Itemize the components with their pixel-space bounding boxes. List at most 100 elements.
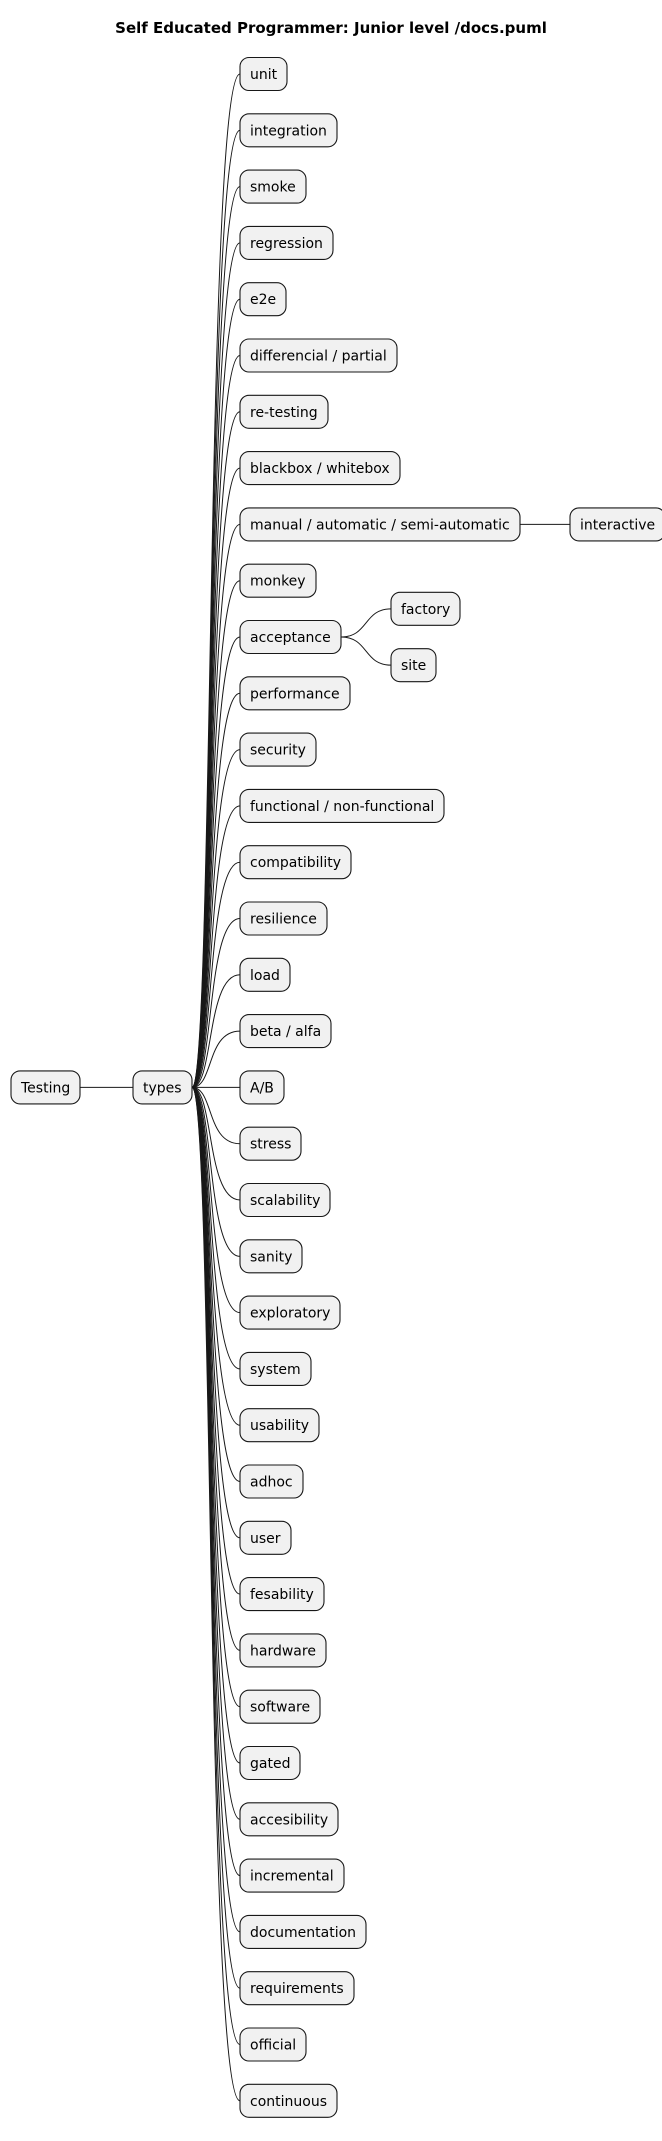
node-re-testing: re-testing <box>239 394 329 429</box>
node-incremental-label: incremental <box>250 1869 334 1885</box>
node-smoke-box <box>239 169 307 204</box>
node-user-box <box>239 1520 292 1555</box>
node-user-label: user <box>250 1531 281 1547</box>
node-site-box <box>390 648 437 683</box>
link-types-sanity <box>191 1086 241 1257</box>
node-scalability-box <box>239 1182 331 1218</box>
node-integration-box <box>239 113 338 148</box>
node-stress-label: stress <box>250 1137 291 1153</box>
node-smoke: smoke <box>239 169 307 204</box>
root-node-testing: Testing <box>10 1070 81 1105</box>
node-regression-label: regression <box>250 236 323 252</box>
node-software-box <box>239 1689 321 1724</box>
node-smoke-label: smoke <box>250 180 296 196</box>
node-monkey-box <box>239 563 317 598</box>
node-accesibility-box <box>239 1802 339 1837</box>
node-factory-label: factory <box>401 602 450 618</box>
node-manual-automatic-semi-automatic-label: manual / automatic / semi-automatic <box>250 517 510 533</box>
node-performance: performance <box>239 676 351 711</box>
link-types-resilience <box>191 918 241 1088</box>
node-manual-automatic-semi-automatic-box <box>239 507 521 542</box>
node-monkey-label: monkey <box>250 574 306 590</box>
node-exploratory: exploratory <box>239 1295 341 1330</box>
node-usability: usability <box>239 1408 320 1443</box>
node-official: official <box>239 2027 307 2062</box>
node-e2e-label: e2e <box>250 292 276 308</box>
diagram-title: Self Educated Programmer: Junior level /… <box>115 19 547 37</box>
node-continuous-box <box>239 2083 338 2118</box>
node-system-label: system <box>250 1362 301 1378</box>
node-differencial-partial-label: differencial / partial <box>250 349 387 365</box>
node-performance-label: performance <box>250 686 340 702</box>
node-hardware-label: hardware <box>250 1643 316 1659</box>
node-scalability-label: scalability <box>250 1193 320 1209</box>
node-usability-box <box>239 1408 320 1443</box>
node-continuous-label: continuous <box>250 2094 327 2110</box>
node-re-testing-box <box>239 394 329 429</box>
node-beta-alfa-box <box>239 1014 332 1049</box>
branch-node-types-label: types <box>143 1080 182 1096</box>
node-load-box <box>239 957 291 992</box>
node-acceptance-label: acceptance <box>250 630 331 646</box>
node-a-b-box <box>239 1070 285 1105</box>
node-functional-non-functional: functional / non-functional <box>239 788 445 823</box>
branch-node-types-box <box>132 1070 193 1105</box>
node-security-box <box>239 732 317 767</box>
node-continuous: continuous <box>239 2083 338 2118</box>
node-adhoc-box <box>239 1464 304 1499</box>
root-node-testing-label: Testing <box>20 1080 70 1096</box>
node-unit-box <box>239 56 288 92</box>
node-official-box <box>239 2027 307 2062</box>
node-fesability-label: fesability <box>250 1587 314 1603</box>
link-acceptance-factory <box>340 608 392 638</box>
node-site: site <box>390 648 437 683</box>
node-stress: stress <box>239 1126 302 1161</box>
link-types-functional-non-functional <box>191 805 241 1088</box>
node-resilience-label: resilience <box>250 912 317 928</box>
node-site-label: site <box>401 658 426 674</box>
node-interactive: interactive <box>569 507 662 542</box>
node-documentation-label: documentation <box>250 1925 356 1941</box>
node-exploratory-label: exploratory <box>250 1306 330 1322</box>
node-requirements: requirements <box>239 1971 355 2006</box>
node-requirements-box <box>239 1971 355 2006</box>
node-integration-label: integration <box>250 123 327 139</box>
node-stress-box <box>239 1126 302 1161</box>
node-security-label: security <box>250 743 306 759</box>
link-types-exploratory <box>191 1086 241 1314</box>
node-adhoc-label: adhoc <box>250 1475 293 1491</box>
node-gated-label: gated <box>250 1756 290 1772</box>
node-adhoc: adhoc <box>239 1464 304 1499</box>
node-fesability-box <box>239 1577 325 1612</box>
node-factory-box <box>390 591 461 626</box>
node-compatibility-box <box>239 845 352 880</box>
link-types-system <box>191 1086 241 1370</box>
node-security: security <box>239 732 317 767</box>
node-compatibility: compatibility <box>239 845 352 880</box>
node-blackbox-whitebox-label: blackbox / whitebox <box>250 461 390 477</box>
node-beta-alfa: beta / alfa <box>239 1014 332 1049</box>
node-hardware: hardware <box>239 1633 327 1668</box>
node-e2e-box <box>239 282 287 317</box>
node-integration: integration <box>239 113 338 148</box>
node-functional-non-functional-box <box>239 788 445 823</box>
node-sanity-label: sanity <box>250 1249 292 1265</box>
node-software-label: software <box>250 1700 310 1716</box>
node-sanity: sanity <box>239 1239 303 1274</box>
node-compatibility-label: compatibility <box>250 855 341 871</box>
node-user: user <box>239 1520 292 1555</box>
node-regression: regression <box>239 225 334 260</box>
node-blackbox-whitebox-box <box>239 451 401 486</box>
node-sanity-box <box>239 1239 303 1274</box>
node-regression-box <box>239 225 334 260</box>
node-interactive-label: interactive <box>580 517 655 533</box>
link-acceptance-site <box>340 636 392 666</box>
node-documentation-box <box>239 1914 367 1949</box>
node-usability-label: usability <box>250 1418 309 1434</box>
node-differencial-partial-box <box>239 338 398 373</box>
node-monkey: monkey <box>239 563 317 598</box>
node-system: system <box>239 1351 312 1386</box>
node-software: software <box>239 1689 321 1724</box>
link-types-beta-alfa <box>191 1030 241 1088</box>
node-acceptance-box <box>239 619 342 655</box>
